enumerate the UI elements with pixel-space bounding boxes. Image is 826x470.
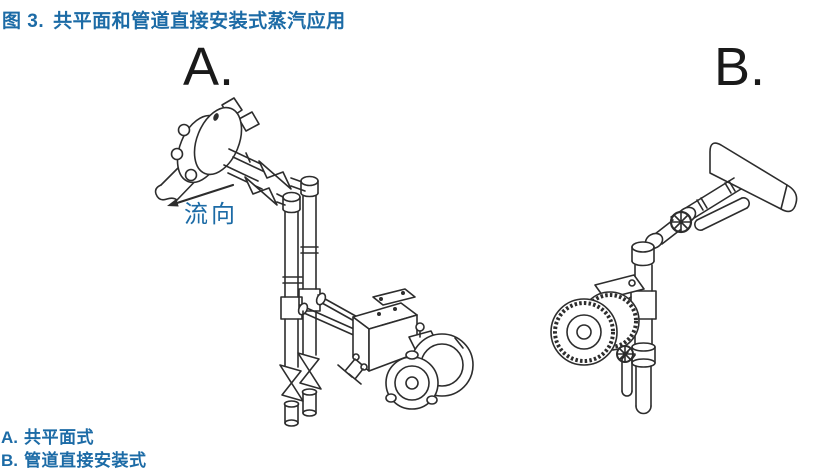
caption-a-letter: A. — [1, 428, 18, 447]
figure-heading: 图 3. 共平面和管道直接安装式蒸汽应用 — [2, 6, 346, 33]
process-pipe — [709, 142, 798, 213]
direct-mount-installation-diagram — [550, 142, 798, 415]
drain-legs-a — [279, 310, 322, 427]
caption-a: A. 共平面式 — [1, 426, 147, 449]
three-valve-manifold — [337, 288, 418, 385]
drain-tubes — [621, 351, 652, 415]
caption-b: B. 管道直接安装式 — [1, 449, 147, 470]
figure-captions: A. 共平面式 B. 管道直接安装式 — [1, 426, 147, 470]
diagram-b-label: B. — [714, 37, 766, 97]
vertical-impulse-pipes — [280, 175, 321, 320]
shutoff-valve — [669, 206, 697, 234]
orifice-flange-assembly — [154, 97, 268, 201]
caption-b-text: 管道直接安装式 — [24, 451, 147, 470]
drain-valve-b — [616, 342, 656, 368]
diagram-a-label: A. — [183, 37, 235, 97]
pressure-transmitter-b — [550, 274, 645, 366]
valve-lever-handle — [694, 197, 750, 231]
flow-direction-arrow — [167, 183, 235, 207]
figure-title: 共平面和管道直接安装式蒸汽应用 — [53, 11, 346, 32]
caption-a-text: 共平面式 — [24, 428, 94, 447]
caption-b-letter: B. — [1, 451, 18, 470]
coplanar-installation-diagram — [154, 97, 474, 427]
pressure-transmitter-a — [385, 322, 474, 410]
figure-number: 图 3. — [2, 11, 45, 32]
flow-direction-label: 流向 — [184, 201, 238, 228]
